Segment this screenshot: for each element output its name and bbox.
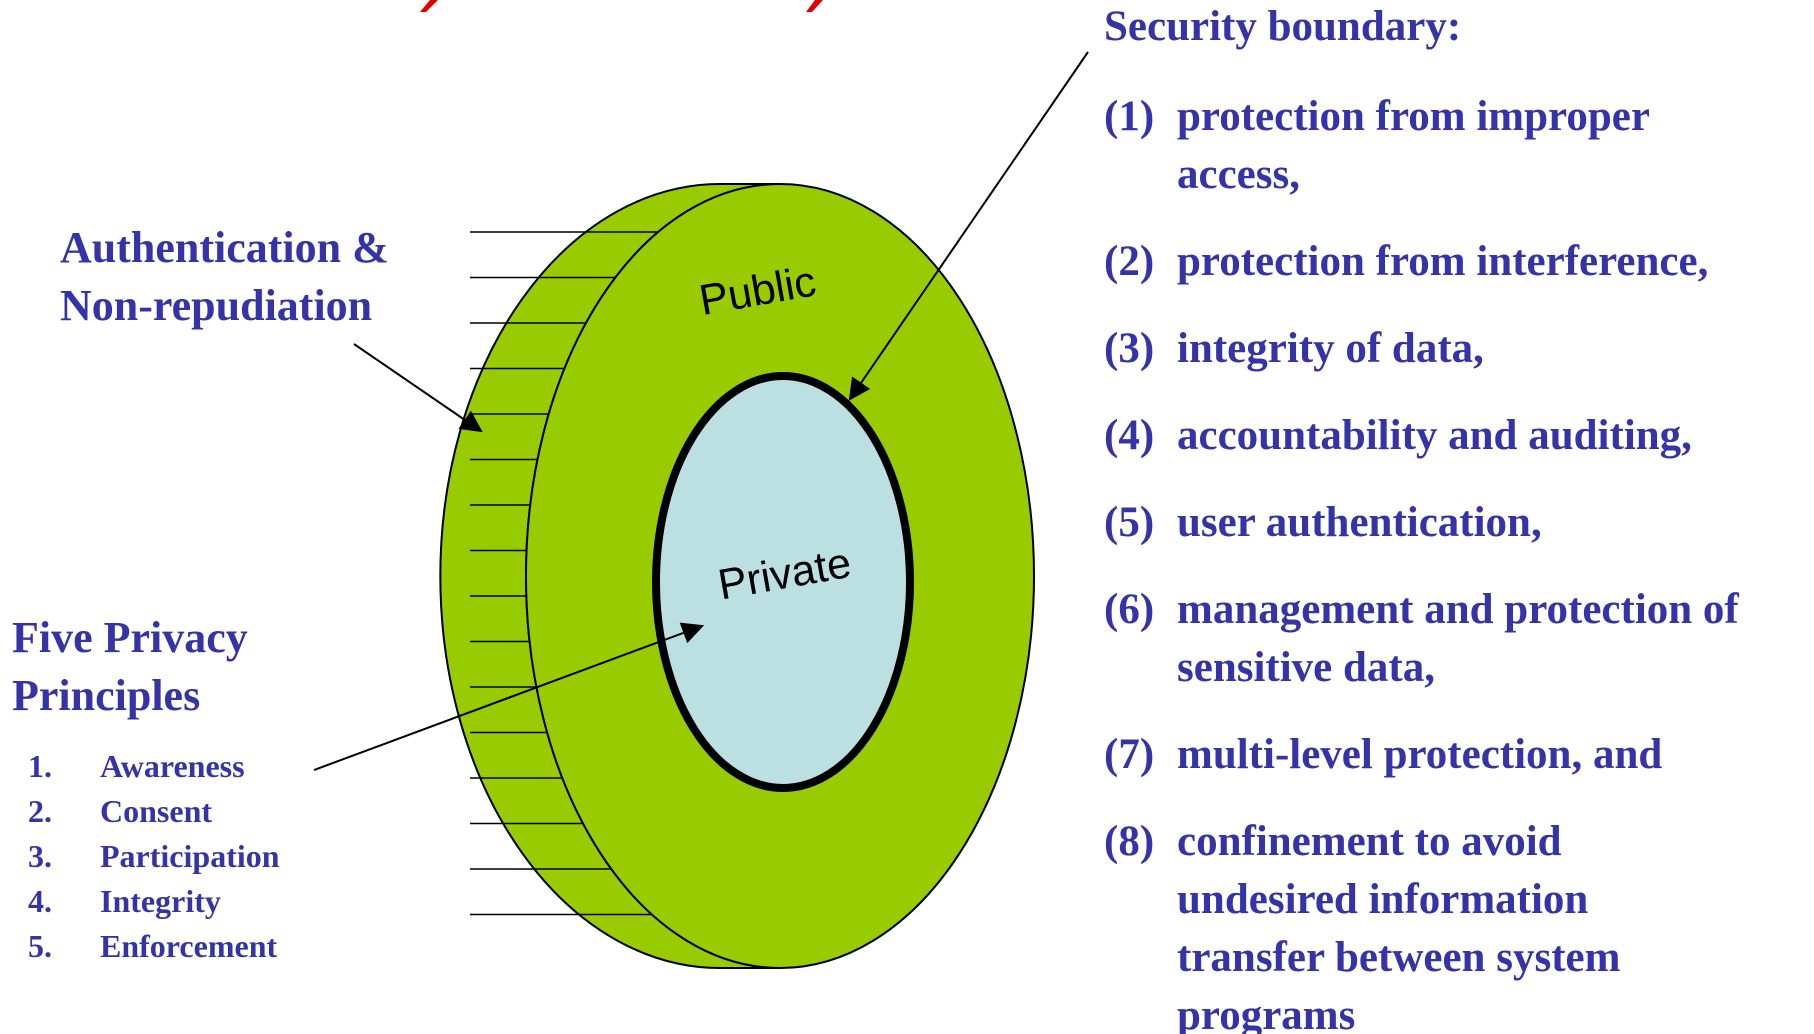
security-item-text: protection from interference, [1177, 238, 1708, 285]
security-item-number: (3) [1104, 325, 1154, 372]
privacy-item-number: 4. [28, 883, 52, 919]
security-item-number: (6) [1104, 586, 1154, 633]
privacy-heading-line1: Five Privacy [12, 613, 248, 662]
privacy-item-number: 1. [28, 748, 52, 784]
security-item-text: management and protection of [1177, 586, 1739, 633]
privacy-item-number: 3. [28, 838, 52, 874]
privacy-item-label: Integrity [100, 883, 221, 919]
security-boundary-list: (1) protection from improper access, (2) pro… [1104, 93, 1739, 1034]
privacy-item-label: Participation [100, 838, 280, 874]
security-boundary-arrow [848, 51, 1089, 401]
private-region-boundary [652, 372, 914, 792]
privacy-item-label: Consent [100, 793, 212, 829]
security-item-text: programs [1177, 992, 1355, 1034]
security-item-number: (8) [1104, 818, 1154, 865]
privacy-arrow [313, 622, 705, 771]
security-item-text: access, [1177, 151, 1300, 198]
security-item-text: protection from improper [1177, 93, 1650, 140]
security-item-number: (4) [1104, 412, 1154, 459]
auth-label-line1: Authentication & [60, 223, 389, 272]
auth-label-line2: Non-repudiation [60, 281, 372, 330]
security-item-number: (5) [1104, 499, 1154, 546]
security-item-number: (1) [1104, 93, 1154, 140]
security-item-text: transfer between system [1177, 934, 1621, 981]
privacy-heading-line2: Principles [12, 671, 200, 720]
security-item-text: undesired information [1177, 876, 1588, 923]
title-fragment [420, 0, 823, 12]
security-item-text: confinement to avoid [1177, 818, 1562, 865]
security-item-number: (7) [1104, 731, 1154, 778]
privacy-item-number: 5. [28, 928, 52, 964]
privacy-principles-list: 1. Awareness 2. Consent 3. Participation 4. Int… [28, 748, 280, 964]
privacy-item-label: Enforcement [100, 928, 277, 964]
security-item-text: integrity of data, [1177, 325, 1484, 372]
privacy-item-label: Awareness [100, 748, 245, 784]
privacy-item-number: 2. [28, 793, 52, 829]
security-item-text: user authentication, [1177, 499, 1542, 546]
security-heading: Security boundary: [1104, 3, 1461, 50]
security-item-text: multi-level protection, and [1177, 731, 1662, 778]
auth-arrow [353, 343, 483, 433]
security-item-text: accountability and auditing, [1177, 412, 1692, 459]
security-item-number: (2) [1104, 238, 1154, 285]
security-item-text: sensitive data, [1177, 644, 1435, 691]
